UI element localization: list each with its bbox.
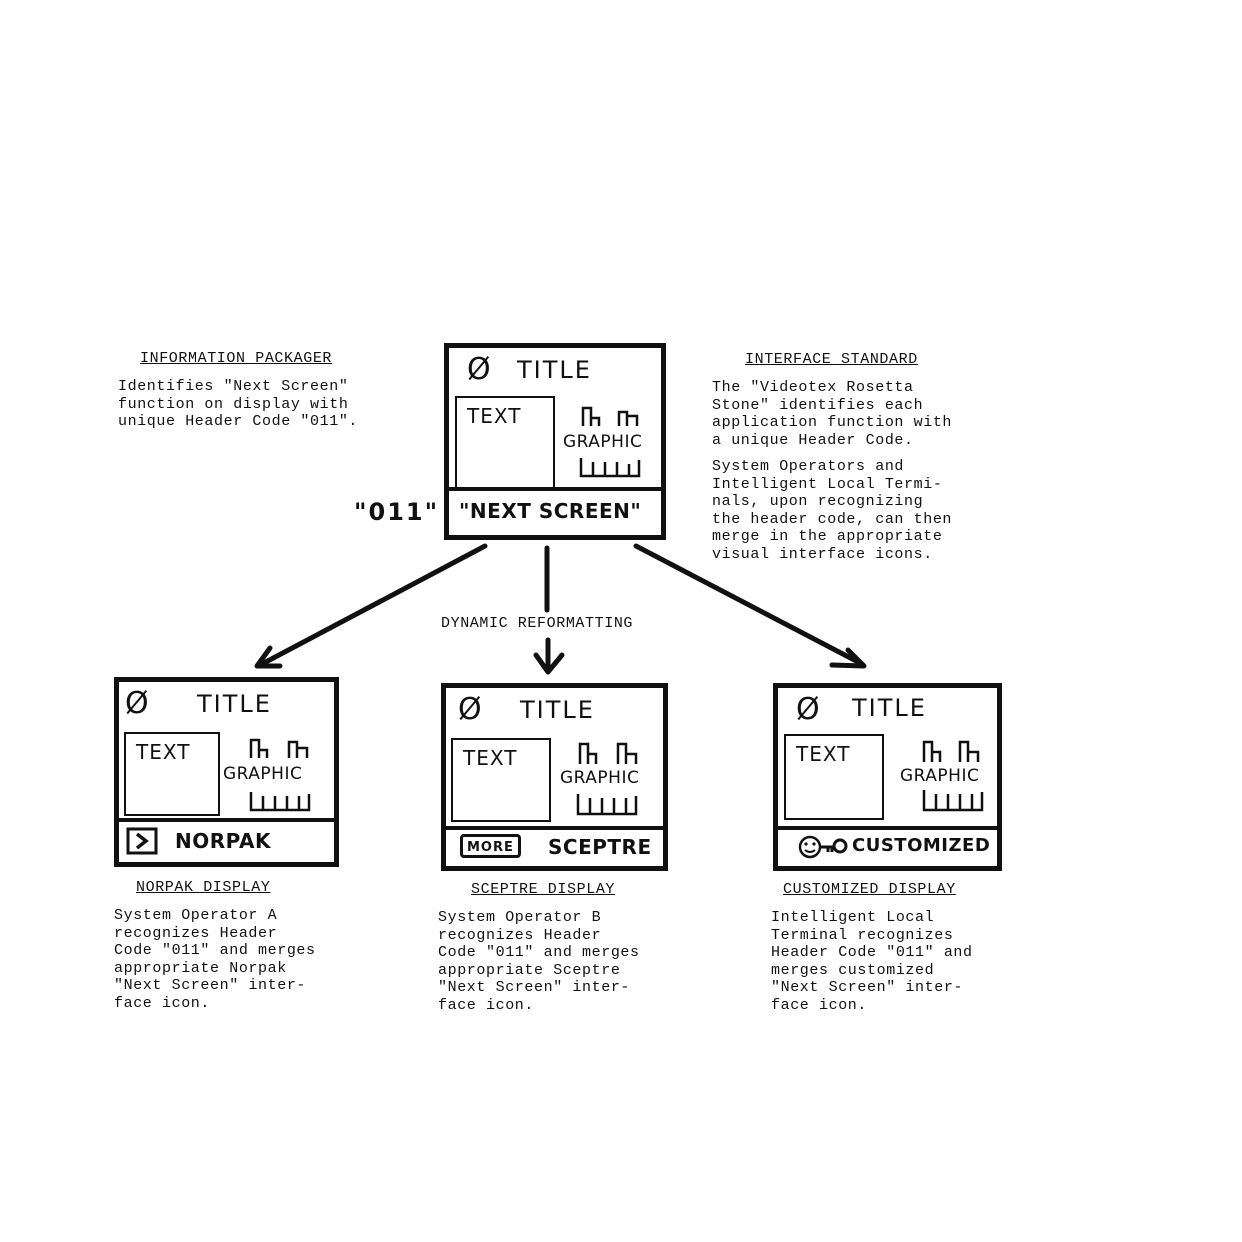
text-area: TEXT [455,396,555,490]
comb-graphic-icon [922,790,984,812]
graphic-label: GRAPHIC [560,768,640,788]
norpak-screen: Ø TITLE TEXT GRAPHIC NORPAK [114,677,339,867]
more-button-icon: MORE [460,834,521,858]
null-icon: Ø [467,352,491,387]
screen-footer: "NEXT SCREEN" [449,487,661,535]
comb-graphic-icon [249,792,311,812]
norpak-label: NORPAK [175,829,271,853]
dynamic-reformatting-label: DYNAMIC REFORMATTING [441,615,634,632]
customized-screen: Ø TITLE TEXT GRAPHIC CUSTOMIZED [773,683,1002,871]
interface-standard-heading: INTERFACE STANDARD [745,351,918,368]
graphic-label: GRAPHIC [563,432,643,452]
customized-label: CUSTOMIZED [852,835,991,856]
chevron-right-icon [126,827,158,855]
more-label: MORE [467,840,514,855]
arrow-right [633,543,865,667]
graphic-label: GRAPHIC [223,764,303,784]
text-area: TEXT [451,738,551,822]
bar-graphic-icon [578,742,638,764]
text-label: TEXT [136,740,191,764]
null-icon: Ø [458,692,482,727]
sceptre-label: SCEPTRE [548,835,652,859]
text-label: TEXT [467,404,522,428]
text-label: TEXT [796,742,851,766]
text-label: TEXT [463,746,518,770]
screen-footer: CUSTOMIZED [778,826,997,866]
bar-graphic-icon [249,738,309,758]
null-icon: Ø [125,686,149,721]
norpak-display-text: System Operator A recognizes Header Code… [114,907,316,1012]
arrowhead-left [254,645,283,669]
information-packager-heading: INFORMATION PACKAGER [140,350,333,367]
sceptre-screen: Ø TITLE TEXT GRAPHIC MORE SCEPTRE [441,683,668,871]
next-screen-label: "NEXT SCREEN" [459,499,642,523]
screen-title: TITLE [852,694,927,722]
header-code-label: "011" [354,498,440,526]
customized-display-heading: CUSTOMIZED DISPLAY [783,881,956,898]
comb-graphic-icon [576,794,638,816]
screen-title: TITLE [520,696,595,724]
bar-graphic-icon [581,406,639,426]
source-screen: Ø TITLE TEXT GRAPHIC "NEXT SCREEN" [444,343,666,540]
sceptre-display-text: System Operator B recognizes Header Code… [438,909,640,1014]
screen-footer: MORE SCEPTRE [446,826,663,866]
sceptre-display-heading: SCEPTRE DISPLAY [471,881,616,898]
text-area: TEXT [784,734,884,820]
customized-display-text: Intelligent Local Terminal recognizes He… [771,909,973,1014]
text-area: TEXT [124,732,220,816]
arrowhead-right [829,647,867,669]
screen-footer: NORPAK [119,818,334,862]
arrow-left [259,543,488,667]
comb-graphic-icon [579,458,641,478]
bar-graphic-icon [922,740,980,762]
smiley-key-icon [798,835,848,859]
norpak-display-heading: NORPAK DISPLAY [136,879,271,896]
null-icon: Ø [796,692,820,727]
interface-standard-text-2: System Operators and Intelligent Local T… [712,458,953,563]
screen-title: TITLE [517,356,592,384]
screen-title: TITLE [197,690,272,718]
information-packager-text: Identifies "Next Screen" function on dis… [118,378,359,431]
graphic-label: GRAPHIC [900,766,980,786]
interface-standard-text-1: The "Videotex Rosetta Stone" identifies … [712,379,953,449]
